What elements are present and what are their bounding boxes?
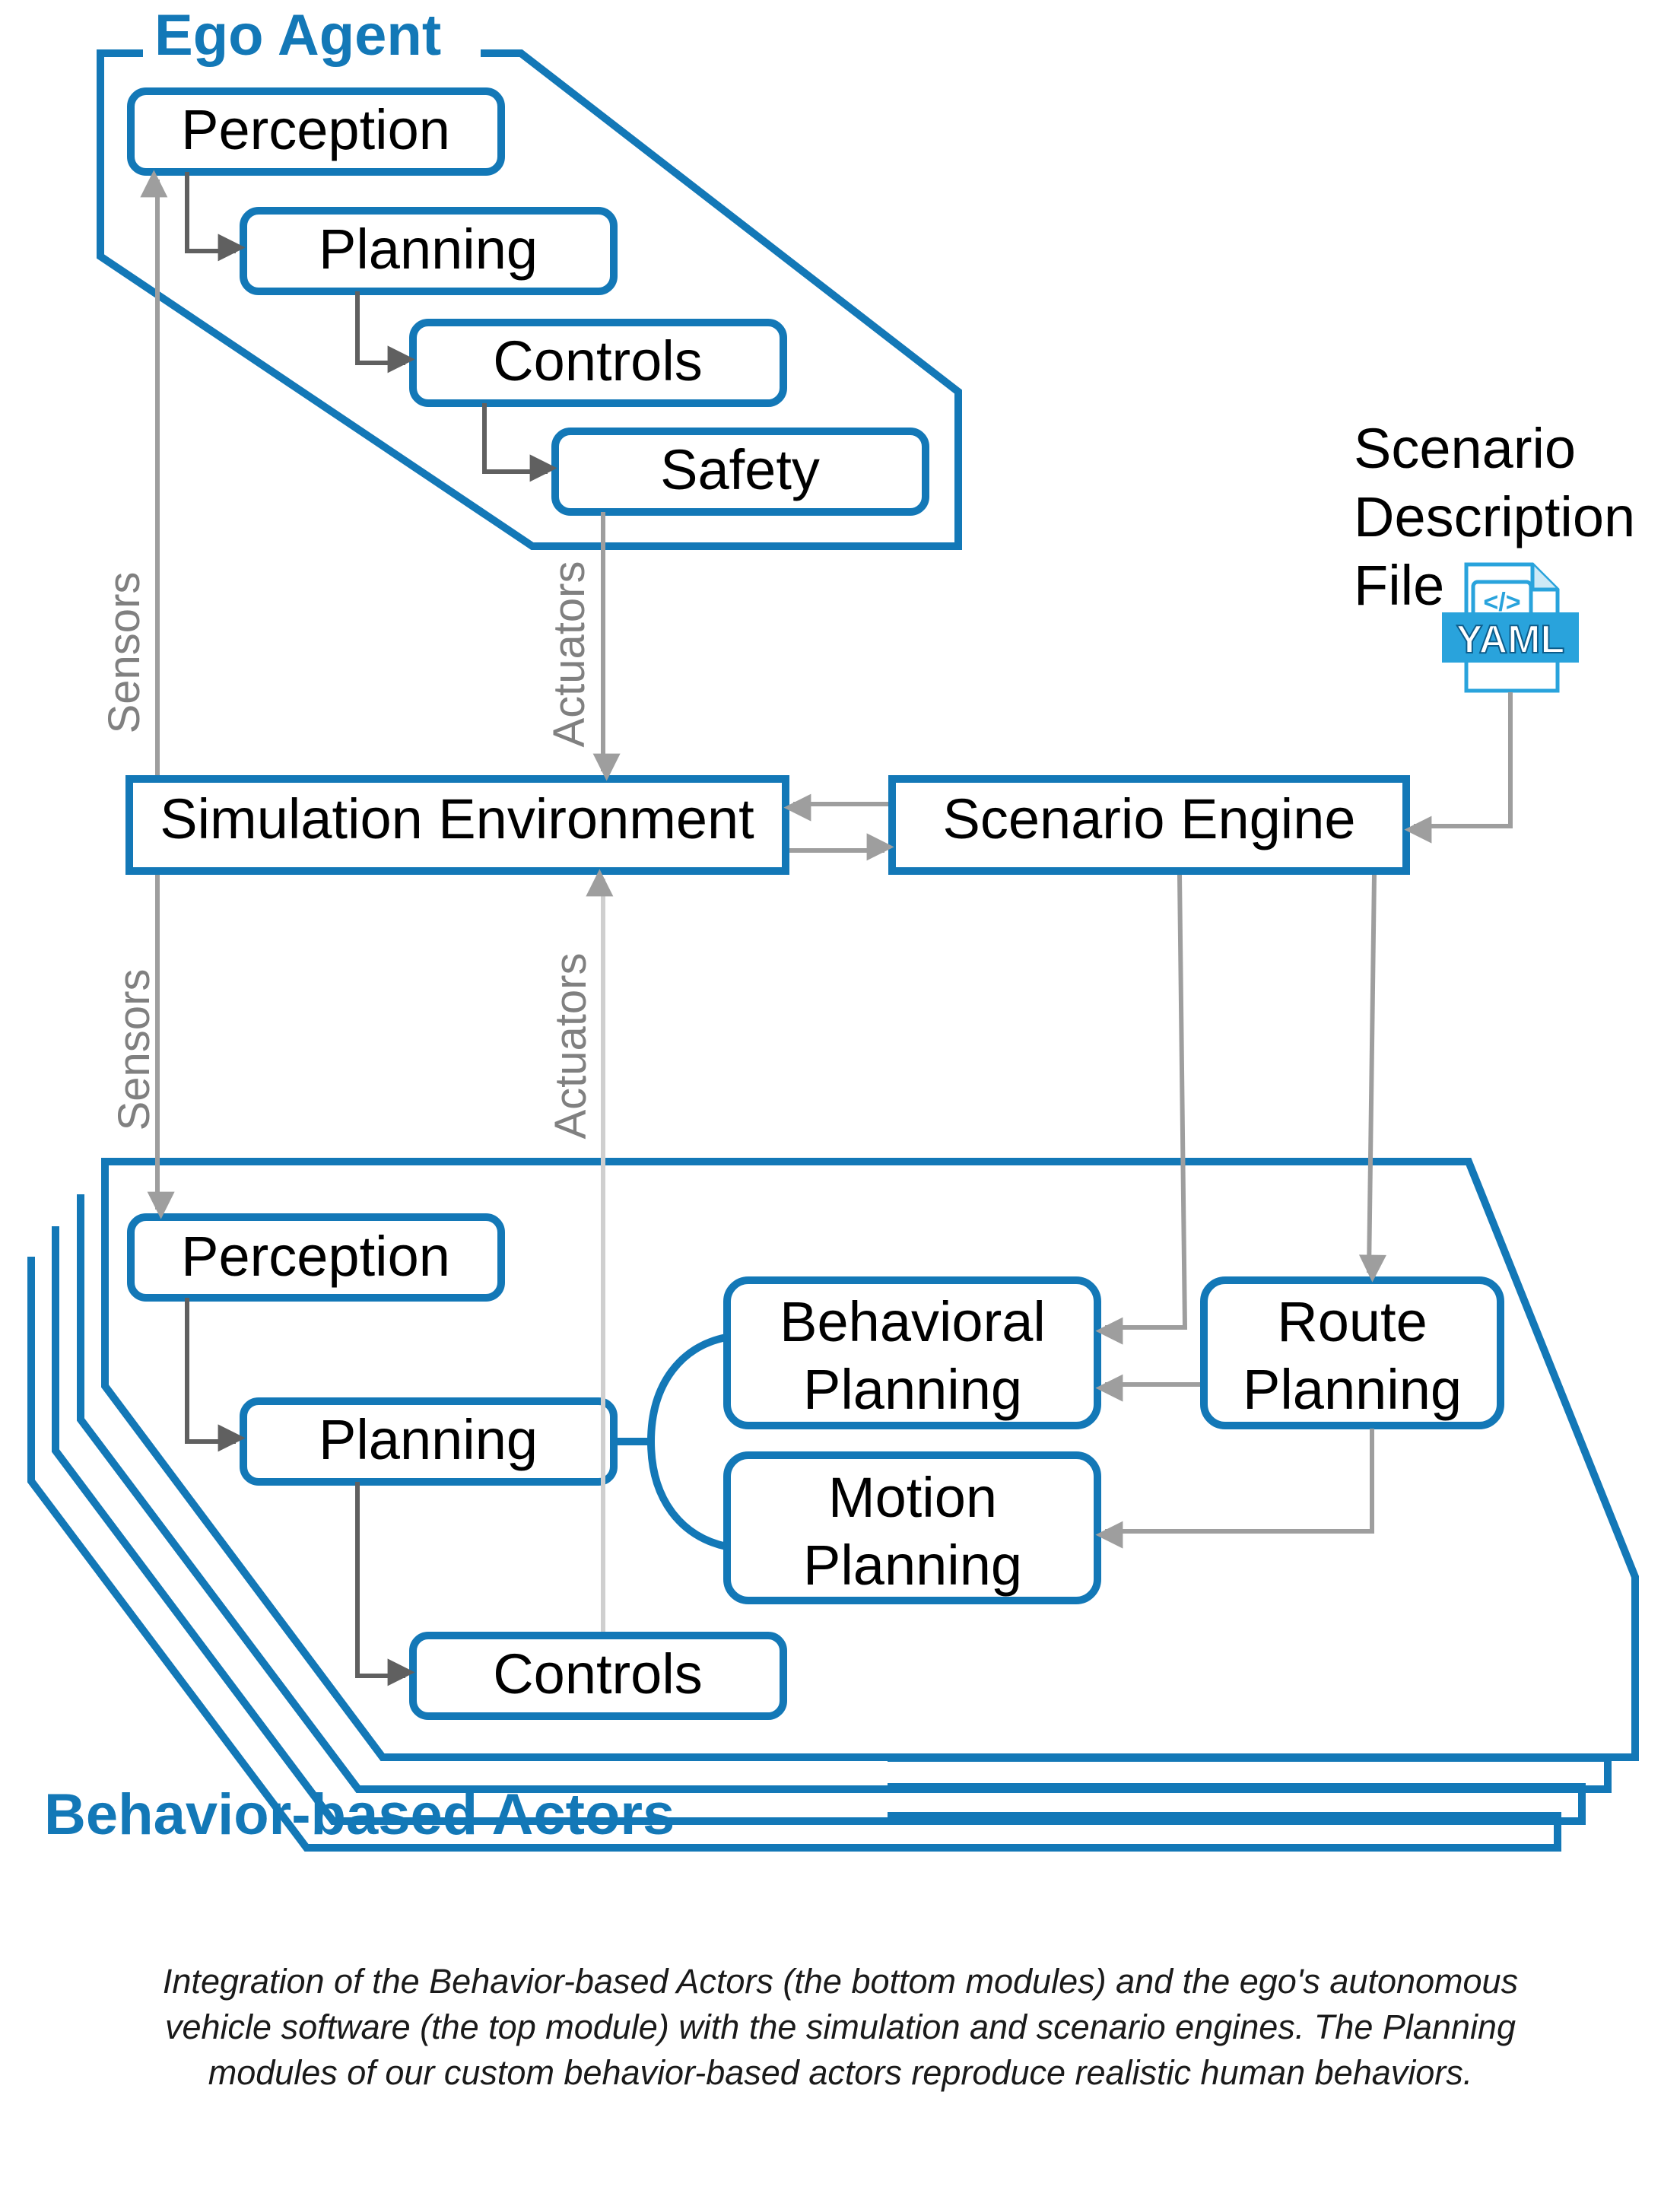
simulation-environment-box[interactable] (125, 775, 789, 875)
motion-planning-label-1: Motion (828, 1466, 997, 1529)
figure-caption: Integration of the Behavior-based Actors… (162, 1962, 1519, 2092)
scenario-engine-label: Scenario Engine (942, 787, 1355, 850)
ego-perception-to-planning-arrow (185, 172, 246, 262)
yaml-badge-label: YAML (1456, 618, 1565, 662)
ego-controls-to-safety-arrow (482, 403, 557, 482)
behavioral-planning-box[interactable] (723, 1276, 1101, 1429)
ego-perception-label: Perception (181, 98, 450, 161)
actor-planning-to-controls-arrow (355, 1482, 415, 1686)
ego-planning-to-controls-arrow (355, 291, 415, 374)
behavioral-planning-label-2: Planning (803, 1358, 1022, 1421)
ego-controls-label: Controls (493, 329, 703, 393)
yaml-tag-label: </> (1483, 588, 1520, 617)
engine-to-route-arrow (1358, 874, 1386, 1283)
engine-to-behavioral-arrow (1095, 874, 1188, 1345)
actor-perception-label: Perception (181, 1225, 450, 1288)
actuators-bottom-label: Actuators (546, 953, 595, 1140)
scenario-file-line-1: Scenario (1354, 417, 1576, 480)
scenario-file-line-2: Description (1354, 485, 1635, 548)
simulation-environment-label: Simulation Environment (160, 787, 754, 850)
ego-safety-label: Safety (660, 438, 820, 501)
scenario-file-line-3: File (1354, 554, 1444, 617)
yaml-file-icon[interactable]: </> YAML (1442, 562, 1579, 693)
actors-title: Behavior-based Actors (44, 1782, 675, 1847)
sensors-top-label: Sensors (100, 572, 149, 734)
motion-planning-label-2: Planning (803, 1534, 1022, 1597)
actuators-top-label: Actuators (545, 561, 594, 748)
ego-planning-label: Planning (319, 218, 538, 281)
actor-controls-label: Controls (493, 1642, 703, 1705)
actor-perception-box[interactable] (127, 1213, 505, 1302)
yaml-to-engine-arrow (1404, 692, 1513, 844)
route-to-motion-arrow (1095, 1429, 1374, 1549)
scenario-engine-box[interactable] (888, 775, 1410, 875)
ego-agent-frame (97, 49, 962, 550)
behavioral-planning-label-1: Behavioral (780, 1290, 1046, 1353)
ego-perception-box[interactable] (127, 87, 505, 176)
route-planning-box[interactable] (1200, 1276, 1504, 1429)
actor-planning-label: Planning (319, 1408, 538, 1471)
actors-frame-back-3 (27, 1257, 1561, 1852)
planning-bracket (614, 1334, 728, 1550)
route-planning-label-2: Planning (1243, 1358, 1462, 1421)
sensors-bottom-label: Sensors (110, 969, 159, 1131)
actor-perception-to-planning-arrow (185, 1298, 246, 1452)
route-planning-label-1: Route (1277, 1290, 1427, 1353)
ego-agent-title: Ego Agent (154, 3, 441, 68)
